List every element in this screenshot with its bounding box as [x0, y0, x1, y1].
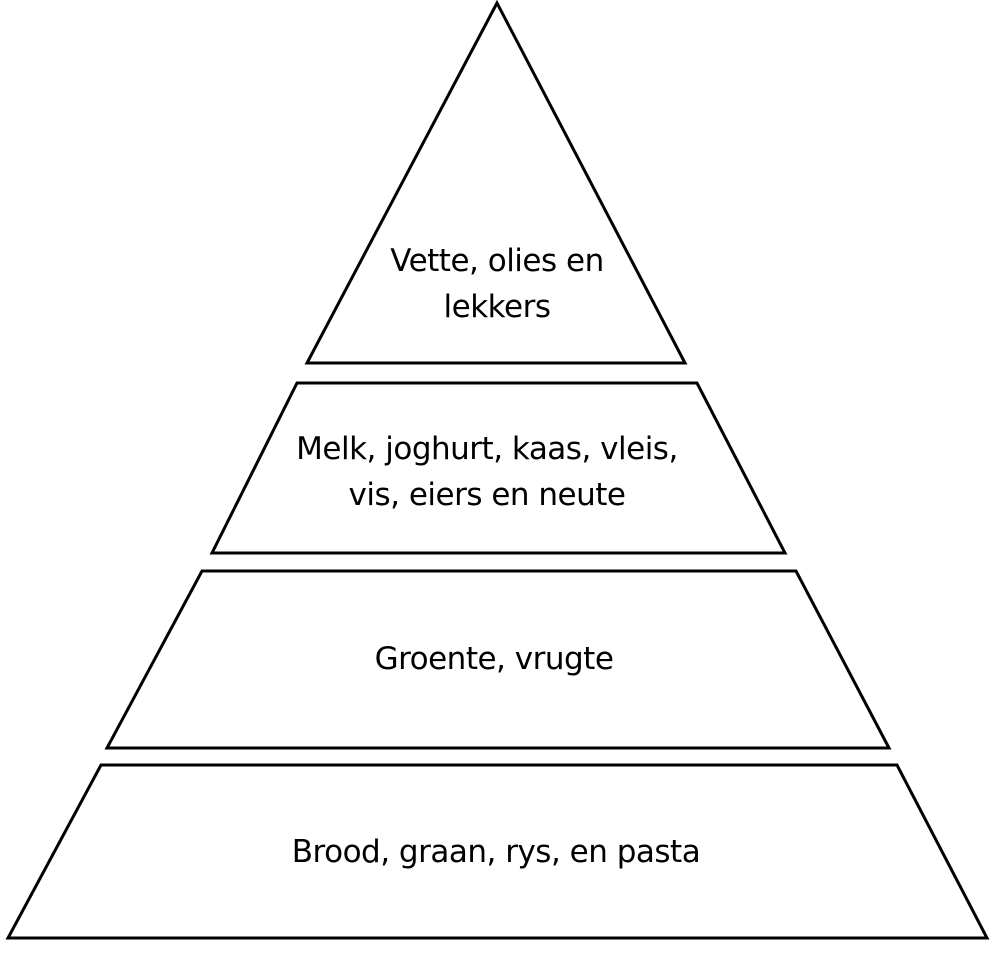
- tier-second-label: Melk, joghurt, kaas, vleis, vis, eiers e…: [257, 426, 717, 518]
- tier-second-line-1: Melk, joghurt, kaas, vleis,: [296, 431, 678, 467]
- tier-base-label: Brood, graan, rys, en pasta: [266, 829, 726, 875]
- tier-base-shape: [5, 763, 990, 940]
- tier-third-shape: [104, 569, 892, 750]
- tier-top-line-1: Vette, olies en: [390, 243, 604, 279]
- tier-second-line-2: vis, eiers en neute: [348, 477, 627, 513]
- tier-top-label: Vette, olies en lekkers: [337, 238, 657, 330]
- tier-top-line-2: lekkers: [443, 289, 551, 325]
- tier-third-label: Groente, vrugte: [264, 636, 724, 682]
- tier-base-line-1: Brood, graan, rys, en pasta: [291, 834, 701, 870]
- tier-third-line-1: Groente, vrugte: [374, 641, 614, 677]
- tier-top-shape: [304, 0, 688, 365]
- tier-second-shape: [209, 381, 788, 555]
